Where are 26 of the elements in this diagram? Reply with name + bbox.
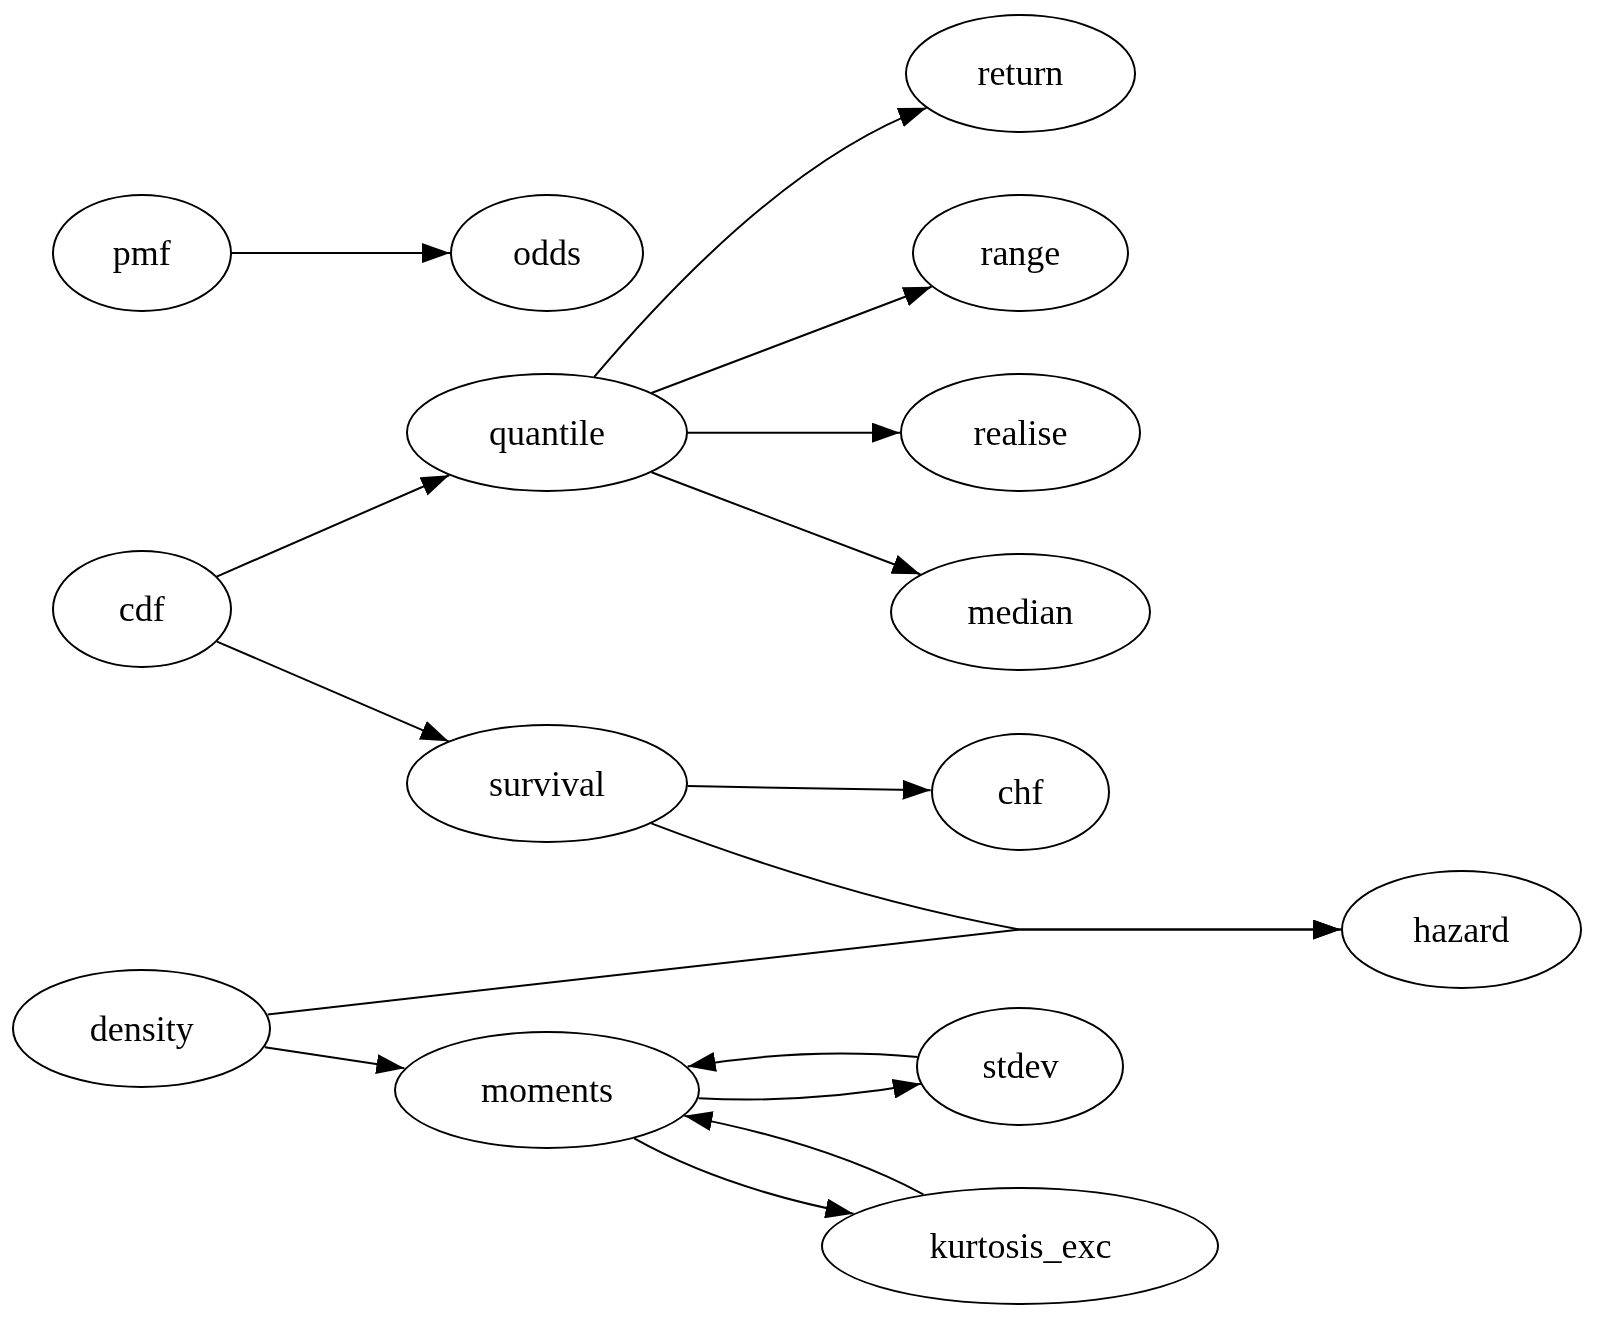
node-label: quantile bbox=[488, 414, 605, 451]
node-label: realise bbox=[973, 414, 1068, 451]
arrow bbox=[650, 471, 922, 576]
node-label: pmf bbox=[112, 235, 171, 272]
arrow bbox=[650, 285, 933, 394]
arrow bbox=[683, 1111, 925, 1196]
arrow bbox=[686, 422, 901, 443]
arrow bbox=[633, 1137, 855, 1218]
arrow bbox=[686, 779, 932, 800]
node-label: survival bbox=[488, 765, 605, 802]
node-label: range bbox=[980, 235, 1061, 272]
arrow bbox=[263, 1046, 406, 1074]
node-label: stdev bbox=[982, 1048, 1059, 1085]
node-label: median bbox=[967, 594, 1074, 631]
node-label: cdf bbox=[118, 591, 165, 628]
node-label: return bbox=[977, 55, 1064, 92]
node-label: chf bbox=[997, 773, 1044, 810]
arrow bbox=[215, 474, 451, 578]
arrow bbox=[230, 243, 451, 264]
node-label: kurtosis_exc bbox=[929, 1227, 1112, 1264]
node-label: moments bbox=[480, 1071, 613, 1108]
node-label: hazard bbox=[1413, 911, 1510, 948]
node-label: odds bbox=[512, 235, 581, 272]
node-label: density bbox=[89, 1010, 194, 1047]
arrow bbox=[216, 640, 450, 743]
arrow bbox=[686, 1052, 919, 1073]
